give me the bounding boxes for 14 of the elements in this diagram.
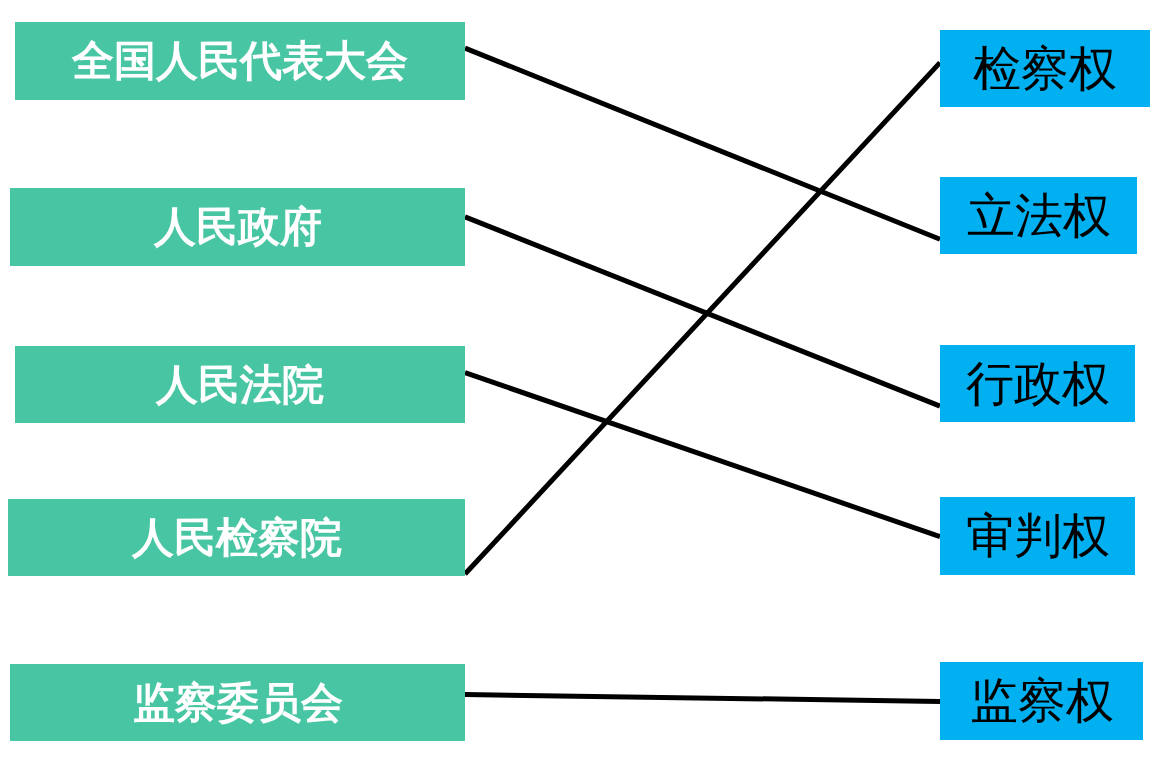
connecting-line (464, 45, 941, 242)
connecting-line (464, 370, 941, 540)
organ-box: 全国人民代表大会 (15, 22, 465, 100)
connecting-line (464, 214, 941, 409)
power-box: 行政权 (940, 345, 1135, 422)
organ-box: 人民政府 (10, 188, 465, 266)
power-box: 审判权 (940, 497, 1135, 575)
power-box: 监察权 (940, 662, 1143, 740)
organ-box: 人民法院 (15, 346, 465, 423)
connecting-line (464, 692, 941, 704)
power-box: 立法权 (940, 177, 1137, 254)
organ-box: 监察委员会 (10, 664, 465, 741)
organ-box: 人民检察院 (8, 499, 465, 576)
power-box: 检察权 (940, 30, 1150, 107)
